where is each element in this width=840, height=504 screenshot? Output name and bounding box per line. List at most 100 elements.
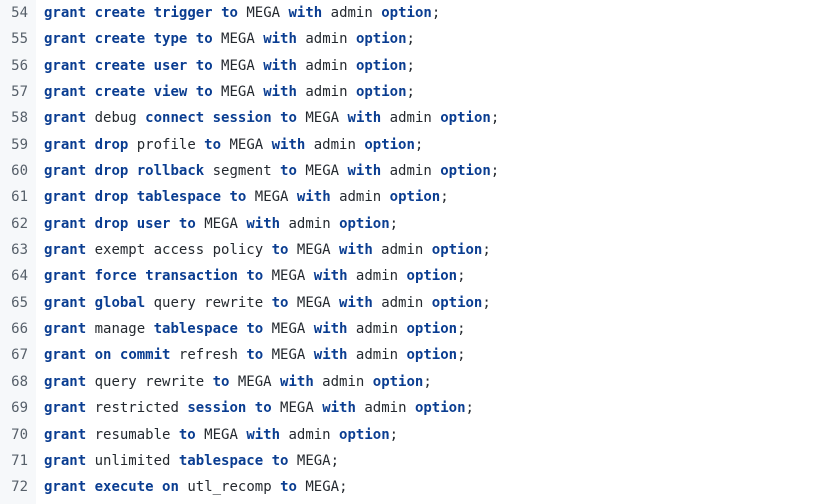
sql-keyword: grant [44, 242, 87, 259]
line-number[interactable]: 57 [11, 84, 28, 101]
line-number[interactable]: 58 [11, 110, 28, 127]
line-number[interactable]: 59 [11, 136, 28, 153]
line-number[interactable]: 68 [11, 373, 28, 390]
code-line[interactable]: 58 grant debug connect session to MEGA wi… [0, 105, 840, 131]
line-number-gutter [0, 0, 36, 504]
sql-keyword: grant [44, 452, 87, 469]
sql-keyword: to [271, 294, 289, 311]
line-number[interactable]: 54 [11, 5, 28, 21]
sql-text: MEGA [246, 189, 297, 206]
sql-text: admin [313, 373, 373, 390]
sql-keyword: to [195, 31, 213, 48]
sql-keyword: grant [44, 215, 87, 232]
sql-text: MEGA [229, 373, 281, 390]
line-number[interactable]: 55 [11, 31, 28, 48]
sql-text: segment [204, 163, 281, 180]
sql-text: admin [347, 268, 407, 285]
code-text: grant debug connect session to MEGA with… [36, 105, 499, 131]
sql-keyword: grant [44, 31, 87, 48]
line-number[interactable]: 56 [11, 57, 28, 74]
sql-text [128, 189, 136, 205]
line-number[interactable]: 71 [11, 452, 28, 469]
sql-text [145, 58, 153, 74]
sql-text: MEGA [296, 163, 348, 180]
sql-keyword: grant [44, 189, 87, 206]
sql-text [272, 110, 280, 126]
sql-text [170, 216, 178, 232]
sql-text: ; [440, 189, 449, 206]
sql-keyword: option [406, 321, 458, 338]
sql-text [213, 5, 221, 21]
sql-text: MEGA; [288, 452, 340, 469]
sql-text: MEGA [195, 426, 247, 443]
sql-text: ; [490, 110, 500, 127]
sql-keyword: with [280, 373, 314, 390]
sql-text: MEGA [296, 110, 348, 127]
sql-text [86, 189, 94, 205]
sql-keyword: to [212, 373, 230, 390]
line-number[interactable]: 63 [11, 242, 28, 259]
sql-text: admin [347, 321, 407, 338]
sql-keyword: with [246, 215, 281, 232]
line-number[interactable]: 66 [11, 321, 28, 338]
sql-keyword: option [431, 242, 483, 259]
sql-text: admin [372, 242, 432, 259]
sql-keyword: with [313, 268, 348, 285]
sql-keyword: grant [44, 479, 87, 496]
line-number[interactable]: 61 [11, 189, 28, 206]
sql-keyword: to [178, 426, 196, 443]
line-number[interactable]: 62 [11, 215, 28, 232]
sql-keyword: on [162, 479, 179, 496]
line-number[interactable]: 60 [11, 163, 28, 180]
sql-keyword: user [136, 215, 171, 232]
sql-keyword: option [339, 426, 390, 443]
line-number[interactable]: 70 [11, 426, 28, 443]
sql-keyword: drop [94, 163, 129, 180]
sql-text: MEGA [212, 31, 264, 48]
sql-keyword: grant [44, 400, 87, 417]
sql-text: ; [457, 268, 466, 285]
sql-keyword: with [339, 242, 373, 259]
sql-text: ; [389, 426, 399, 443]
sql-keyword: option [389, 189, 441, 206]
line-number[interactable]: 64 [11, 268, 28, 285]
sql-text: ; [465, 400, 474, 417]
sql-text: ; [482, 242, 491, 259]
sql-keyword: grant [44, 136, 87, 153]
sql-text [145, 5, 153, 21]
line-number[interactable]: 69 [11, 400, 28, 417]
sql-text [145, 84, 153, 100]
sql-keyword: with [263, 31, 297, 48]
sql-keyword: grant [44, 268, 87, 285]
sql-keyword: grant [44, 294, 87, 311]
sql-keyword: option [440, 163, 491, 180]
line-number[interactable]: 67 [11, 347, 28, 364]
sql-text: admin [280, 426, 340, 443]
sql-text [137, 268, 145, 284]
sql-keyword: session [212, 110, 272, 127]
line-number[interactable]: 65 [11, 294, 28, 311]
sql-text: ; [431, 5, 441, 21]
sql-keyword: session [187, 400, 247, 417]
line-number[interactable]: 72 [11, 479, 28, 496]
sql-text: ; [389, 215, 399, 232]
